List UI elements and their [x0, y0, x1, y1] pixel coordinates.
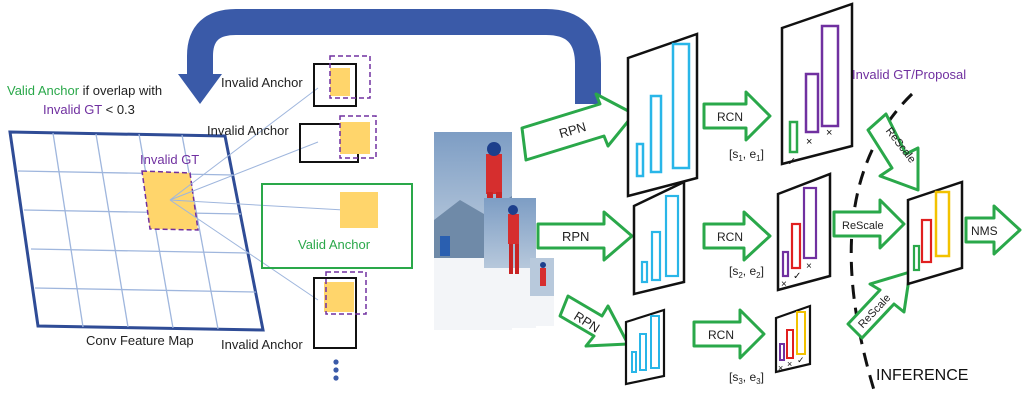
image-medium	[484, 198, 536, 328]
rcn-label-2: RCN	[717, 230, 743, 244]
rpn-panel-1	[626, 32, 699, 198]
rescale-arrow-2: ReScale	[832, 198, 906, 250]
cross-icon: ×	[806, 136, 812, 148]
rpn-arrow-1: RPN	[520, 92, 636, 162]
cross-icon: ×	[826, 127, 832, 139]
invalid-gt-proposal-label: Invalid GT/Proposal	[852, 67, 966, 82]
rcn-label-1: RCN	[717, 110, 743, 124]
anchor-2: Invalid Anchor	[207, 115, 377, 163]
final-panel	[906, 180, 964, 286]
invalid-anchor-label-3: Invalid Anchor	[221, 337, 303, 352]
rpn-panel-3	[624, 308, 666, 386]
legend-line-2: Invalid GT < 0.3	[43, 102, 135, 117]
image-small	[530, 258, 554, 326]
cross-icon: ×	[778, 363, 783, 373]
nms-arrow: NMS	[964, 204, 1022, 256]
invalid-gt-label: Invalid GT	[140, 152, 199, 167]
check-icon: ✓	[793, 271, 801, 282]
feedback-curved-arrow-icon	[178, 9, 601, 104]
rescale-label-2: ReScale	[842, 220, 884, 232]
image-pyramid	[434, 132, 554, 330]
scale-range-2: [s2, e2]	[729, 264, 764, 280]
rcn-arrow-2: RCN	[702, 210, 772, 262]
cross-icon: ×	[806, 261, 812, 272]
rescale-arrow-3: ReScale	[846, 270, 912, 340]
invalid-anchor-label-2: Invalid Anchor	[207, 123, 289, 138]
nms-label: NMS	[971, 224, 998, 238]
anchor-3: Invalid Anchor	[221, 271, 367, 352]
invalid-anchor-label-1: Invalid Anchor	[221, 75, 303, 90]
rcn-panel-3: × × ✓	[774, 304, 812, 374]
anchor-1: Invalid Anchor	[221, 55, 371, 107]
rpn-arrow-3: RPN	[558, 294, 630, 348]
cross-icon: ×	[781, 279, 787, 290]
rpn-panel-2	[632, 180, 686, 296]
rcn-label-3: RCN	[708, 328, 734, 342]
rcn-arrow-3: RCN	[692, 308, 766, 360]
rcn-panel-1: ✓ × ×	[780, 2, 854, 168]
legend-line-1: Valid Anchor if overlap with	[7, 83, 162, 98]
conv-feature-map-label: Conv Feature Map	[86, 333, 194, 348]
rcn-panel-2: × ✓ ×	[776, 172, 832, 292]
inference-label: INFERENCE	[876, 367, 968, 384]
valid-anchor-box: Valid Anchor	[261, 183, 413, 269]
image-large	[434, 132, 512, 330]
rpn-label-1: RPN	[557, 119, 588, 141]
scale-range-3: [s3, e3]	[729, 370, 764, 386]
ellipsis-icon	[333, 359, 339, 381]
rcn-arrow-1: RCN	[702, 90, 772, 142]
scale-range-1: [s1, e1]	[729, 147, 764, 163]
check-icon: ✓	[797, 355, 805, 365]
rpn-arrow-2: RPN	[536, 210, 634, 262]
check-icon: ✓	[787, 156, 796, 168]
rescale-arrow-1: ReScale	[866, 112, 920, 192]
conv-feature-map: Invalid GT Conv Feature Map	[8, 87, 345, 348]
cross-icon: ×	[787, 359, 792, 369]
rpn-label-2: RPN	[562, 229, 589, 244]
valid-anchor-label: Valid Anchor	[298, 237, 371, 252]
